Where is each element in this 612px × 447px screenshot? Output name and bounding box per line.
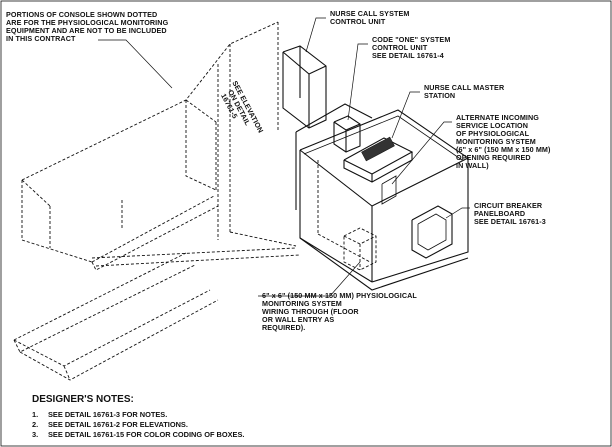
svg-text:ARE FOR THE PHYSIOLOGICAL MONI: ARE FOR THE PHYSIOLOGICAL MONITORING bbox=[6, 18, 169, 27]
svg-text:NURSE CALL MASTER: NURSE CALL MASTER bbox=[424, 83, 505, 92]
label-alternate-service: ALTERNATE INCOMING SERVICE LOCATION OF P… bbox=[456, 113, 551, 170]
designers-notes: DESIGNER'S NOTES: 1. SEE DETAIL 16761-3 … bbox=[32, 394, 244, 439]
svg-text:CIRCUIT BREAKER: CIRCUIT BREAKER bbox=[474, 201, 543, 210]
svg-text:6" x 6" (150 MM x 150 MM) PHYS: 6" x 6" (150 MM x 150 MM) PHYSIOLOGICAL bbox=[262, 291, 417, 300]
svg-text:SEE DETAIL 16761-3: SEE DETAIL 16761-3 bbox=[474, 217, 546, 226]
dotted-console bbox=[13, 21, 301, 381]
svg-text:EQUIPMENT AND ARE NOT TO BE IN: EQUIPMENT AND ARE NOT TO BE INCLUDED bbox=[6, 26, 167, 35]
note-text: SEE DETAIL 16761-3 FOR NOTES. bbox=[48, 410, 167, 419]
svg-text:MONITORING SYSTEM: MONITORING SYSTEM bbox=[262, 299, 342, 308]
svg-text:ALTERNATE INCOMING: ALTERNATE INCOMING bbox=[456, 113, 539, 122]
label-see-elevation: SEE ELEVATION ON DETAIL 16761-5 bbox=[219, 79, 265, 134]
svg-text:CONTROL UNIT: CONTROL UNIT bbox=[372, 43, 428, 52]
svg-text:PANELBOARD: PANELBOARD bbox=[474, 209, 525, 218]
leader-lines bbox=[98, 17, 470, 297]
svg-text:REQUIRED).: REQUIRED). bbox=[262, 323, 305, 332]
note-text: SEE DETAIL 16761-15 FOR COLOR CODING OF … bbox=[48, 430, 244, 439]
label-nurse-call-unit: NURSE CALL SYSTEM CONTROL UNIT bbox=[330, 9, 409, 26]
note-text: SEE DETAIL 16761-2 FOR ELEVATIONS. bbox=[48, 420, 188, 429]
svg-text:(6" x 6" (150 MM x 150 MM): (6" x 6" (150 MM x 150 MM) bbox=[456, 145, 551, 154]
label-master-station: NURSE CALL MASTER STATION bbox=[424, 83, 505, 100]
label-wiring: 6" x 6" (150 MM x 150 MM) PHYSIOLOGICAL … bbox=[262, 291, 417, 332]
note-number: 3. bbox=[32, 430, 38, 439]
svg-text:WIRING THROUGH (FLOOR: WIRING THROUGH (FLOOR bbox=[262, 307, 359, 316]
label-code-one: CODE "ONE" SYSTEM CONTROL UNIT SEE DETAI… bbox=[372, 35, 450, 60]
label-dotted-note: PORTIONS OF CONSOLE SHOWN DOTTED ARE FOR… bbox=[6, 10, 169, 43]
svg-text:MONITORING SYSTEM: MONITORING SYSTEM bbox=[456, 137, 536, 146]
note-number: 2. bbox=[32, 420, 38, 429]
note-number: 1. bbox=[32, 410, 38, 419]
solid-console bbox=[282, 45, 470, 291]
svg-text:SEE DETAIL 16761-4: SEE DETAIL 16761-4 bbox=[372, 51, 444, 60]
svg-text:STATION: STATION bbox=[424, 91, 455, 100]
svg-text:SERVICE LOCATION: SERVICE LOCATION bbox=[456, 121, 528, 130]
svg-text:CONTROL UNIT: CONTROL UNIT bbox=[330, 17, 386, 26]
svg-text:IN THIS CONTRACT: IN THIS CONTRACT bbox=[6, 34, 76, 43]
label-circuit-breaker: CIRCUIT BREAKER PANELBOARD SEE DETAIL 16… bbox=[474, 201, 546, 226]
svg-text:OR WALL ENTRY AS: OR WALL ENTRY AS bbox=[262, 315, 334, 324]
svg-text:CODE "ONE" SYSTEM: CODE "ONE" SYSTEM bbox=[372, 35, 450, 44]
svg-text:OPENING REQUIRED: OPENING REQUIRED bbox=[456, 153, 531, 162]
svg-text:IN WALL): IN WALL) bbox=[456, 161, 489, 170]
svg-text:PORTIONS OF CONSOLE SHOWN DOTT: PORTIONS OF CONSOLE SHOWN DOTTED bbox=[6, 10, 157, 19]
notes-title: DESIGNER'S NOTES: bbox=[32, 394, 134, 405]
svg-text:NURSE CALL SYSTEM: NURSE CALL SYSTEM bbox=[330, 9, 409, 18]
svg-text:OF PHYSIOLOGICAL: OF PHYSIOLOGICAL bbox=[456, 129, 530, 138]
